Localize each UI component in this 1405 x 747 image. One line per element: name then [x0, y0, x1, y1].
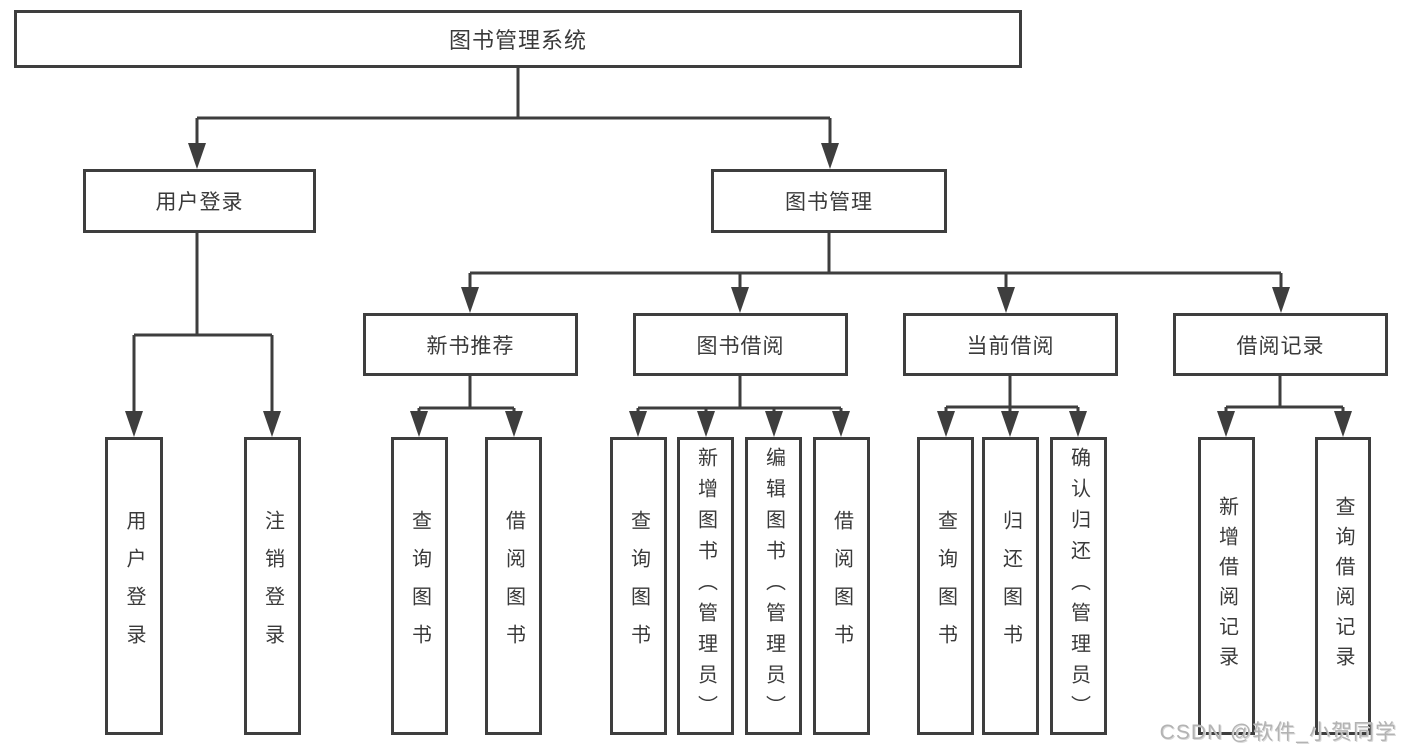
leaf-return-books: 归还图书: [982, 437, 1039, 735]
node-label: 查询图书: [627, 510, 650, 662]
node-label: 图书管理: [785, 191, 873, 214]
leaf-logout: 注销登录: [244, 437, 301, 735]
leaf-user-login: 用户登录: [105, 437, 163, 735]
leaf-query-borrow-record: 查询借阅记录: [1315, 437, 1371, 735]
node-label: 图书管理系统: [448, 28, 587, 53]
leaf-query-books-borrow: 查询图书: [610, 437, 667, 735]
leaf-add-books-admin: 新增图书（管理员）: [677, 437, 734, 735]
leaf-confirm-return-admin: 确认归还（管理员）: [1050, 437, 1107, 735]
node-label: 借阅图书: [502, 510, 525, 662]
node-library-management-system: 图书管理系统: [14, 10, 1022, 68]
node-new-book-recommend: 新书推荐: [363, 313, 578, 376]
node-label: 查询借阅记录: [1332, 496, 1354, 676]
leaf-borrow-books-recommend: 借阅图书: [485, 437, 542, 735]
node-label: 归还图书: [999, 510, 1022, 662]
node-borrowing-records: 借阅记录: [1173, 313, 1388, 376]
node-label: 注销登录: [261, 510, 284, 662]
node-label: 新书推荐: [426, 334, 515, 358]
node-book-borrowing: 图书借阅: [633, 313, 848, 376]
node-book-management: 图书管理: [711, 169, 947, 233]
node-user-login: 用户登录: [83, 169, 316, 233]
node-current-borrowing: 当前借阅: [903, 313, 1118, 376]
leaf-borrow-books: 借阅图书: [813, 437, 870, 735]
node-label: 借阅记录: [1236, 334, 1325, 358]
leaf-edit-books-admin: 编辑图书（管理员）: [745, 437, 802, 735]
leaf-query-books-recommend: 查询图书: [391, 437, 448, 735]
node-label: 新增图书（管理员）: [694, 446, 717, 726]
node-label: 查询图书: [408, 510, 431, 662]
node-label: 用户登录: [155, 191, 244, 214]
node-label: 查询图书: [934, 510, 957, 662]
node-label: 用户登录: [123, 510, 145, 662]
node-label: 当前借阅: [966, 334, 1055, 358]
leaf-query-books-current: 查询图书: [917, 437, 974, 735]
node-label: 编辑图书（管理员）: [762, 446, 785, 726]
connector-arrowheads: [125, 143, 1352, 437]
csdn-watermark: CSDN @软件_小贺同学: [1159, 721, 1397, 744]
node-label: 新增借阅记录: [1215, 496, 1238, 676]
node-label: 确认归还（管理员）: [1067, 446, 1090, 726]
node-label: 图书借阅: [696, 334, 785, 358]
leaf-add-borrow-record: 新增借阅记录: [1198, 437, 1255, 735]
node-label: 借阅图书: [830, 510, 853, 662]
